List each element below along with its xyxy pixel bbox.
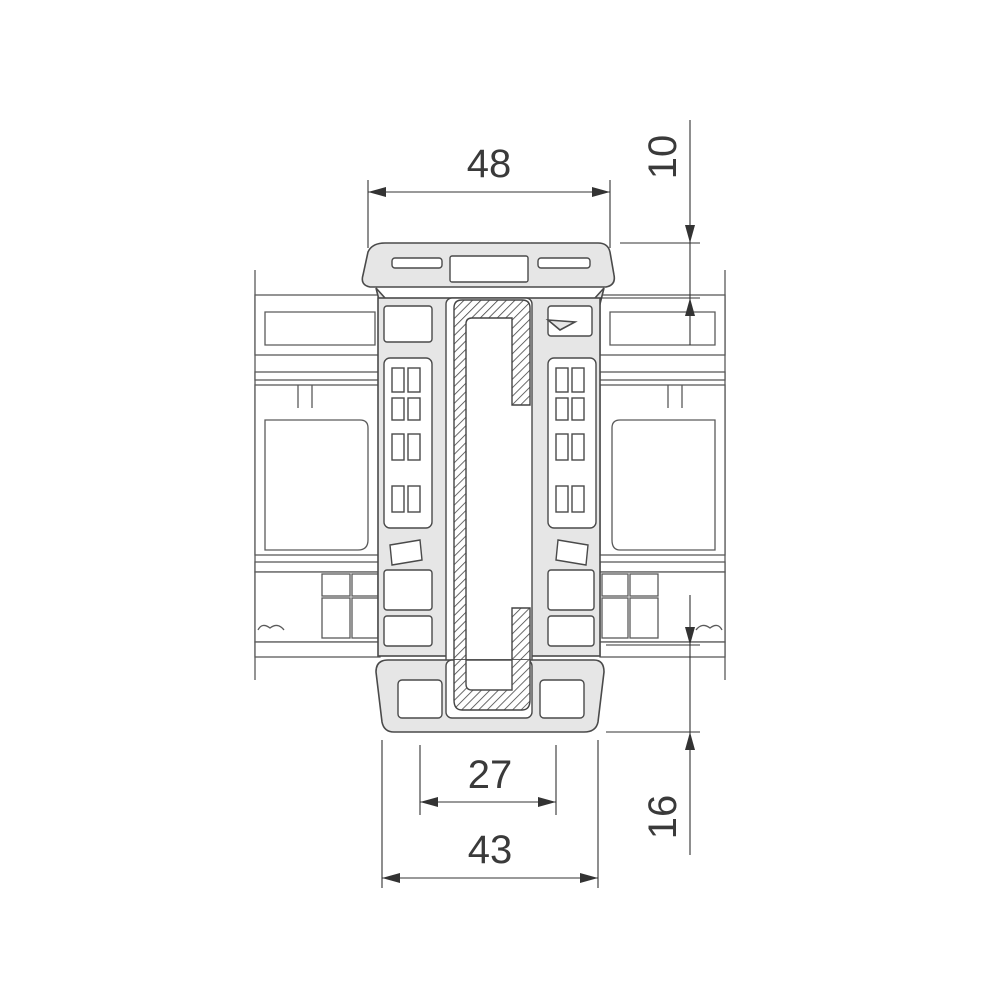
dimension-43 bbox=[381, 740, 599, 888]
right-sash-profile bbox=[599, 270, 726, 680]
dimension-label-43: 43 bbox=[468, 828, 513, 872]
dimension-label-48: 48 bbox=[467, 142, 512, 186]
right-gasket bbox=[547, 357, 597, 566]
dimension-label-10: 10 bbox=[641, 135, 685, 180]
dimension-27 bbox=[419, 745, 557, 815]
dimension-label-27: 27 bbox=[468, 753, 513, 797]
dimension-10 bbox=[600, 120, 700, 345]
left-sash-profile bbox=[254, 270, 381, 680]
dimension-48 bbox=[367, 180, 611, 248]
left-gasket bbox=[383, 357, 433, 566]
dimension-label-16: 16 bbox=[641, 795, 685, 840]
dimension-16 bbox=[606, 595, 700, 855]
mullion-profile bbox=[361, 242, 616, 733]
